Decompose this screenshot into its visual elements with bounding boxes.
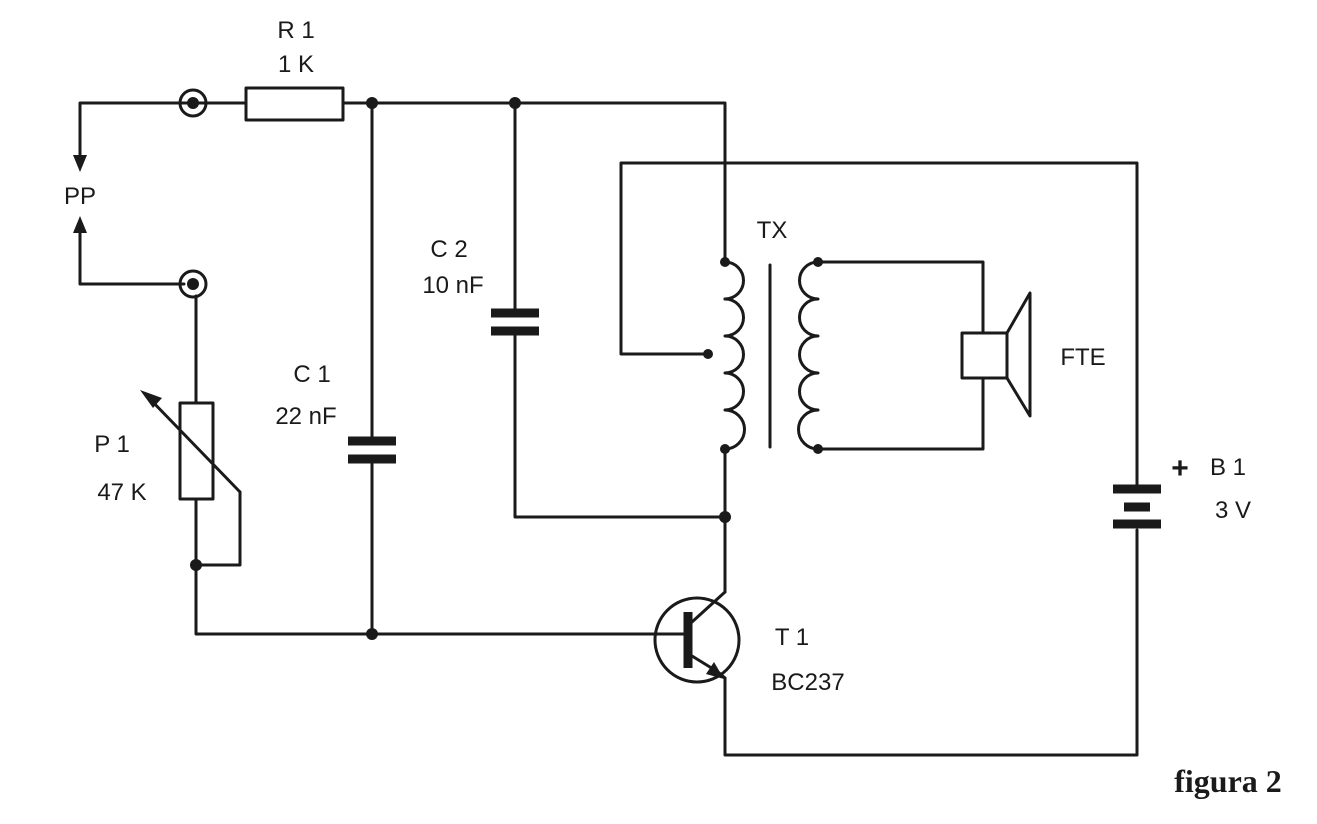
jack-bottom: [178, 269, 208, 299]
junction-node: [720, 257, 730, 267]
c2-ref-label: C 2: [430, 236, 467, 263]
figure-caption: figura 2: [1174, 763, 1282, 799]
fte-ref-label: FTE: [1060, 344, 1105, 371]
battery-b1: [1113, 484, 1161, 529]
junction-node: [720, 444, 730, 454]
wires: [78, 101, 1139, 757]
pp-label: PP: [64, 183, 96, 210]
capacitor-c2: [491, 308, 539, 336]
junction-node: [703, 349, 713, 359]
c1-value-label: 22 nF: [275, 403, 336, 430]
junction-node: [366, 628, 378, 640]
junction-node: [719, 511, 731, 523]
junction-node: [366, 97, 378, 109]
transformer-tx: [723, 260, 820, 451]
potentiometer-p1: [140, 390, 242, 501]
resistor-r1: [244, 86, 345, 122]
r1-value-label: 1 K: [278, 51, 314, 78]
transistor-t1: [653, 590, 741, 684]
capacitor-c1: [348, 436, 396, 464]
speaker-fte-icon: [960, 291, 1032, 418]
c2-value-label: 10 nF: [422, 272, 483, 299]
junction-node: [813, 257, 823, 267]
junction-nodes: [190, 97, 823, 640]
b1-value-label: 3 V: [1215, 497, 1251, 524]
b1-polarity-label: +: [1171, 452, 1189, 485]
pp-arrow-down-icon: [73, 155, 87, 172]
junction-node: [813, 444, 823, 454]
t1-ref-label: T 1: [775, 624, 809, 651]
junction-node: [509, 97, 521, 109]
b1-ref-label: B 1: [1210, 454, 1246, 481]
pp-arrow-up-icon: [73, 216, 87, 233]
t1-value-label: BC237: [771, 669, 844, 696]
tx-ref-label: TX: [757, 217, 788, 244]
p1-value-label: 47 K: [97, 479, 146, 506]
p1-ref-label: P 1: [94, 431, 130, 458]
c1-ref-label: C 1: [293, 361, 330, 388]
jack-top: [178, 88, 208, 118]
r1-ref-label: R 1: [277, 17, 314, 44]
junction-node: [190, 559, 202, 571]
